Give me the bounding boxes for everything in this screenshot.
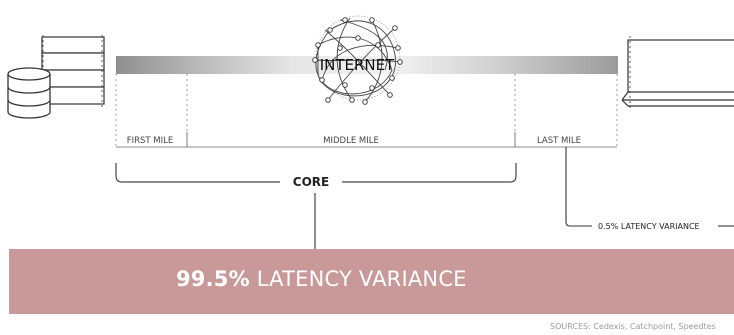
middle-mile-label: MIDDLE MILE — [323, 136, 379, 146]
database-icon — [7, 67, 51, 119]
first-mile-label: FIRST MILE — [127, 136, 174, 146]
last-mile-connector — [565, 147, 592, 227]
server-icon — [41, 35, 105, 107]
banner-percent: 99.5% — [176, 267, 250, 291]
last-mile-variance-label: 0.5% LATENCY VARIANCE — [598, 222, 700, 231]
connection-bar — [116, 56, 618, 74]
sources-credit: SOURCES: Cedexis, Catchpoint, Speedtes — [550, 322, 716, 331]
banner-text: 99.5% LATENCY VARIANCE — [176, 267, 467, 291]
internet-cloud-icon — [312, 15, 403, 105]
last-mile-label: LAST MILE — [537, 136, 581, 146]
core-bracket — [115, 163, 517, 183]
core-label: CORE — [293, 175, 329, 189]
laptop-icon — [621, 36, 734, 110]
internet-label: INTERNET — [320, 56, 395, 74]
banner-label: LATENCY VARIANCE — [256, 267, 467, 291]
latency-banner: 99.5% LATENCY VARIANCE — [9, 249, 734, 314]
